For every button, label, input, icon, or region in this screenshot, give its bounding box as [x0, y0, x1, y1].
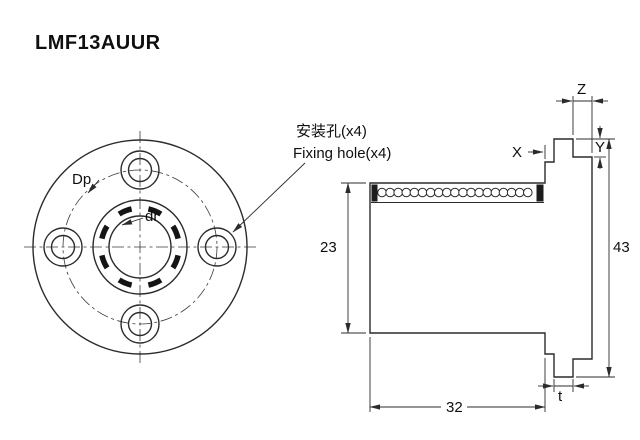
ball: [523, 187, 533, 198]
dim-label-32: 32: [446, 399, 463, 416]
bearing-section-outline: [369, 138, 593, 378]
ball: [482, 187, 493, 198]
dim-flange-thickness: t: [538, 379, 589, 405]
ball: [490, 187, 501, 198]
ball: [506, 187, 517, 198]
dim-label-23: 23: [320, 239, 337, 256]
dim-pilot-length: Z: [556, 81, 608, 153]
ball-track-marks: [99, 206, 181, 288]
dim-label-y: Y: [595, 139, 605, 156]
seal-mark-left: [371, 184, 378, 202]
pitch-circle-leader: [87, 179, 100, 194]
ball: [433, 187, 444, 198]
ball: [401, 187, 412, 198]
dim-label-t: t: [558, 388, 563, 405]
flange-outer-circle: [32, 139, 248, 355]
pitch-circle: [62, 169, 218, 325]
ball: [474, 187, 485, 198]
seal-mark-right: [536, 184, 544, 202]
bearing-outer-circle: [92, 199, 188, 295]
dimensions: 23 43 32 t: [320, 81, 630, 416]
ball: [385, 187, 395, 198]
pitch-circle-diameter-label: Dp: [72, 171, 91, 188]
ball: [393, 187, 404, 198]
ball: [466, 187, 476, 198]
dim-step-width: X: [512, 144, 546, 161]
dim-label-mask: [441, 398, 467, 415]
ball-row: [377, 187, 533, 198]
ball: [425, 187, 436, 198]
mounting-hole-right: [197, 227, 237, 267]
dim-label-x: X: [512, 144, 522, 161]
ball: [377, 187, 387, 198]
dim-length: 32: [369, 337, 546, 416]
ball: [442, 187, 452, 198]
fixing-hole-leader: [232, 162, 306, 233]
side-view: [369, 138, 593, 378]
bore-circle: [108, 215, 172, 279]
fixing-hole-label-en: Fixing hole(x4): [293, 145, 391, 162]
mounting-hole-top: [120, 150, 160, 190]
mounting-hole-left: [43, 227, 83, 267]
fixing-hole-callout: 安装孔(x4) Fixing hole(x4): [232, 123, 391, 233]
bore-diameter-label: dr: [145, 208, 158, 225]
ball: [417, 187, 428, 198]
bore-leader: [121, 217, 144, 226]
dim-label-z: Z: [577, 81, 586, 98]
page-title: LMF13AUUR: [35, 32, 161, 54]
ball: [498, 187, 509, 198]
ball: [458, 187, 468, 198]
dim-label-43: 43: [613, 239, 630, 256]
dim-flange-diameter: 43: [576, 138, 630, 378]
front-view: Dp dr: [24, 131, 256, 363]
dim-pilot-step-height: Y: [594, 126, 606, 169]
dim-body-diameter: 23: [320, 182, 366, 334]
fixing-hole-label-zh: 安装孔(x4): [296, 123, 367, 140]
ball: [450, 187, 460, 198]
ball: [409, 187, 420, 198]
mounting-hole-bottom: [120, 304, 160, 344]
ball: [514, 187, 525, 198]
